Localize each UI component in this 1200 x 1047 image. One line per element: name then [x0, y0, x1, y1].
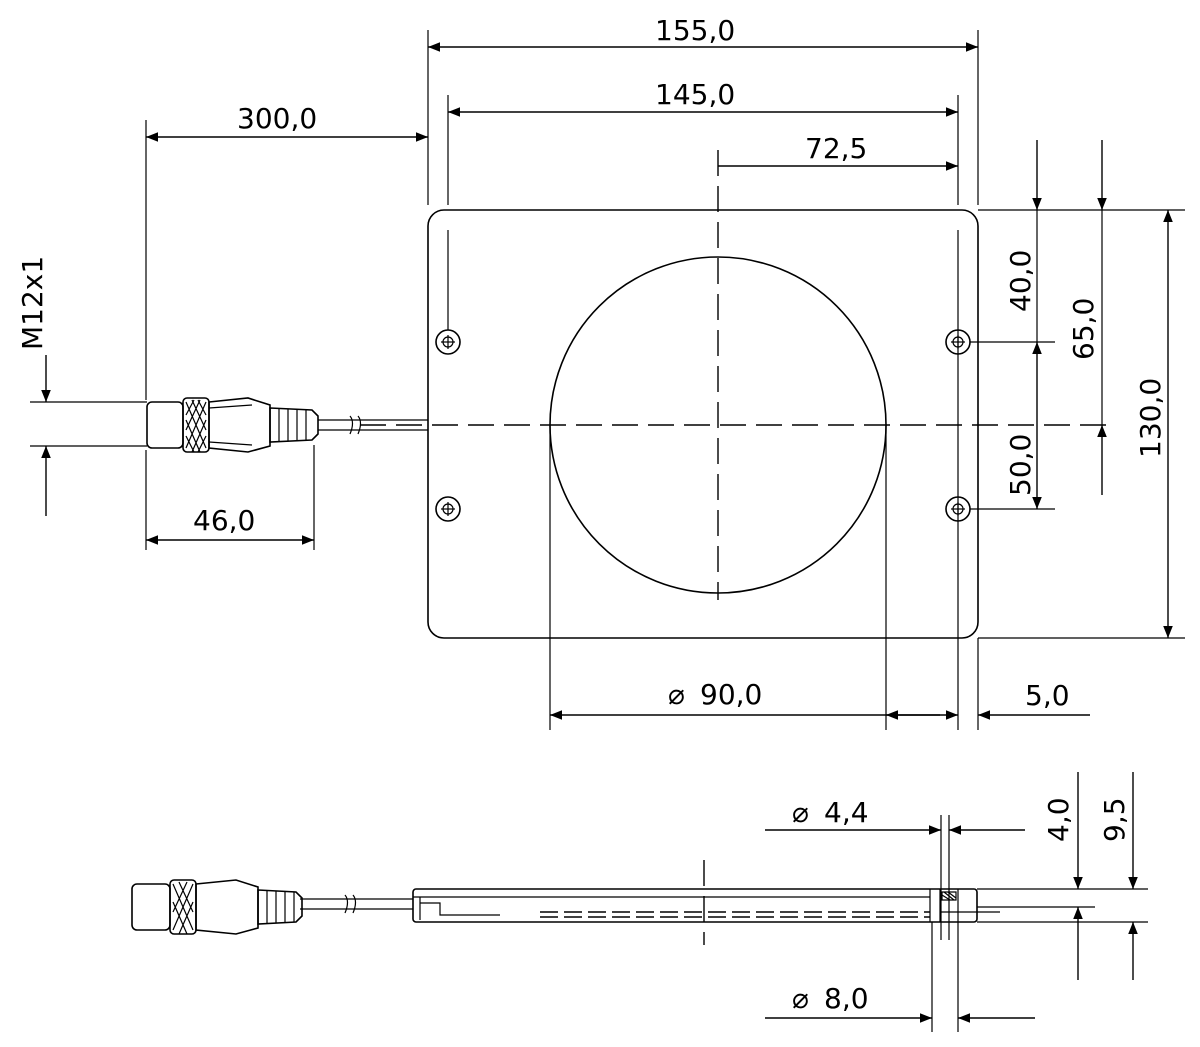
diameter-symbol-large: ⌀: [792, 982, 809, 1015]
label-center-offset: 65,0: [1067, 298, 1100, 360]
label-hole-spacing: 145,0: [655, 78, 735, 111]
label-cable-length: 300,0: [237, 102, 317, 135]
label-connector-thread: M12x1: [16, 256, 49, 350]
diameter-symbol: ⌀: [668, 678, 685, 711]
diameter-symbol-small: ⌀: [792, 796, 809, 829]
label-half-spacing: 72,5: [805, 132, 867, 165]
label-overall-width: 155,0: [655, 14, 735, 47]
label-connector-length: 46,0: [193, 504, 255, 537]
label-plate-thickness: 4,0: [1042, 797, 1075, 842]
connector-top: [146, 397, 319, 453]
housing-outline: [427, 209, 979, 639]
label-edge-margin: 5,0: [1025, 679, 1070, 712]
label-aperture-diameter: 90,0: [700, 678, 762, 711]
label-overall-height: 130,0: [1134, 378, 1167, 458]
top-view: 155,0 145,0 72,5 300,0 46,0 M12x1 40,0 6…: [16, 14, 1185, 730]
housing-side-outline: [412, 888, 978, 923]
label-hole-diameter-small: 4,4: [824, 796, 869, 829]
connector-side: [131, 879, 303, 935]
label-lower-offset: 50,0: [1004, 434, 1037, 496]
label-hole-diameter-large: 8,0: [824, 982, 869, 1015]
label-upper-offset: 40,0: [1004, 250, 1037, 312]
mounting-hole-top-left: [435, 329, 461, 355]
cable-top: [318, 415, 428, 435]
cable-side: [300, 894, 413, 914]
mounting-hole-bottom-left: [435, 496, 461, 522]
side-view: ⌀ 4,4 ⌀ 8,0 4,0 9,5: [131, 772, 1148, 1032]
label-total-thickness: 9,5: [1098, 797, 1131, 842]
